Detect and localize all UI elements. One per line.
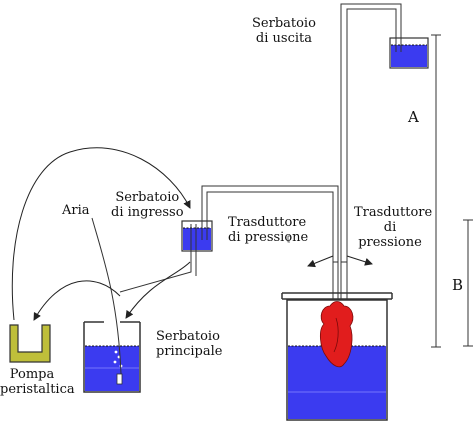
peristaltic-pump	[9, 324, 51, 363]
label-air: Aria	[62, 203, 90, 218]
label-input-reservoir-line1: Serbatoio	[115, 190, 180, 205]
label-main-reservoir: Serbatoio principale	[156, 329, 222, 359]
dimension-b	[463, 219, 473, 347]
overflow-pipe	[119, 224, 197, 293]
label-transducer-right: Trasduttore di pressione	[354, 205, 433, 250]
label-transducer-left-line2: di pressione	[228, 230, 309, 245]
label-pump-line2: peristaltica	[0, 382, 75, 397]
transducer-mark	[287, 235, 290, 243]
heart	[320, 301, 354, 368]
label-transducer-left: Trasduttore di pressione	[228, 215, 308, 245]
output-reservoir	[389, 37, 429, 69]
outflow-tube	[340, 3, 402, 300]
air-line	[91, 217, 122, 375]
label-pump-line1: Pompa	[9, 367, 55, 382]
label-output-reservoir: Serbatoio di uscita	[252, 16, 316, 46]
label-input-reservoir-line2: di ingresso	[111, 205, 184, 220]
label-dimension-b: B	[452, 276, 464, 294]
inflow-tube	[201, 185, 339, 300]
label-dimension-a: A	[408, 108, 419, 126]
label-input-reservoir: Serbatoio di ingresso	[111, 190, 184, 220]
label-transducer-right-line2: di	[383, 220, 397, 235]
label-pump: Pompa peristaltica	[0, 367, 75, 397]
label-output-reservoir-line1: Serbatoio	[252, 16, 316, 31]
dimension-a	[431, 34, 441, 348]
label-main-reservoir-line1: Serbatoio	[156, 329, 220, 344]
label-main-reservoir-line2: principale	[156, 344, 223, 359]
main-reservoir	[83, 321, 141, 393]
label-output-reservoir-line2: di uscita	[255, 31, 312, 46]
flow-arrows	[11, 147, 373, 321]
label-transducer-left-line1: Trasduttore	[228, 215, 307, 230]
label-transducer-right-line3: pressione	[358, 235, 422, 250]
label-transducer-right-line1: Trasduttore	[354, 205, 433, 220]
